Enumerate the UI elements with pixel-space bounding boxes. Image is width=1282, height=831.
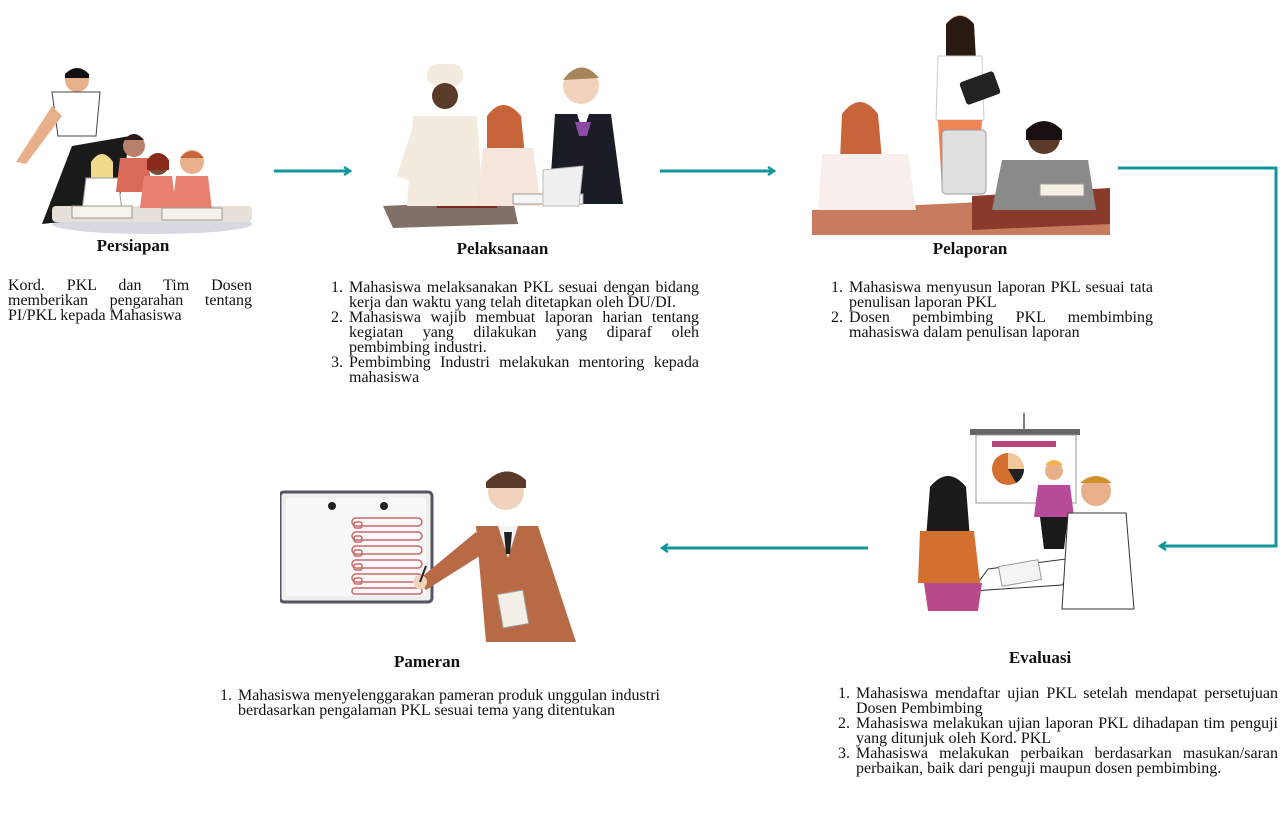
list-item: 2.Mahasiswa melakukan ujian laporan PKL …	[838, 715, 1278, 747]
list-item: 3.Mahasiswa melakukan perbaikan berdasar…	[838, 745, 1278, 777]
persiapan-illustration	[16, 68, 252, 234]
list-item: 1.Mahasiswa mendaftar ujian PKL setelah …	[838, 685, 1278, 717]
stage-title-pelaporan: Pelaporan	[932, 239, 1008, 258]
stage-steps-evaluasi: 1.Mahasiswa mendaftar ujian PKL setelah …	[838, 685, 1278, 777]
list-item: 2.Dosen pembimbing PKL membimbing mahasi…	[831, 309, 1153, 341]
arrow-pelaporan-evaluasi	[1118, 166, 1278, 546]
stage-steps-pameran: 1.Mahasiswa menyelenggarakan pameran pro…	[220, 687, 660, 719]
stage-steps-pelaksanaan: 1.Mahasiswa melaksanakan PKL sesuai deng…	[331, 279, 699, 386]
stage-steps-pelaporan: 1.Mahasiswa menyusun laporan PKL sesuai …	[831, 279, 1153, 341]
list-item: 1.Mahasiswa melaksanakan PKL sesuai deng…	[331, 279, 699, 311]
pelaporan-illustration	[812, 15, 1110, 235]
list-item: 3.Pembimbing Industri melakukan mentorin…	[331, 354, 699, 386]
list-item: 1.Mahasiswa menyelenggarakan pameran pro…	[220, 687, 660, 719]
stage-title-pameran: Pameran	[393, 652, 461, 671]
evaluasi-illustration	[918, 413, 1135, 611]
pelaksanaan-illustration	[383, 64, 623, 228]
stage-description-persiapan: Kord. PKL dan Tim Dosen memberikan penga…	[8, 277, 252, 324]
stage-title-persiapan: Persiapan	[96, 236, 170, 255]
list-item: 1.Mahasiswa menyusun laporan PKL sesuai …	[831, 279, 1153, 311]
pameran-illustration	[280, 471, 576, 642]
list-item: 2.Mahasiswa wajib membuat laporan harian…	[331, 309, 699, 356]
stage-title-pelaksanaan: Pelaksanaan	[456, 239, 549, 258]
stage-title-evaluasi: Evaluasi	[1008, 648, 1072, 667]
